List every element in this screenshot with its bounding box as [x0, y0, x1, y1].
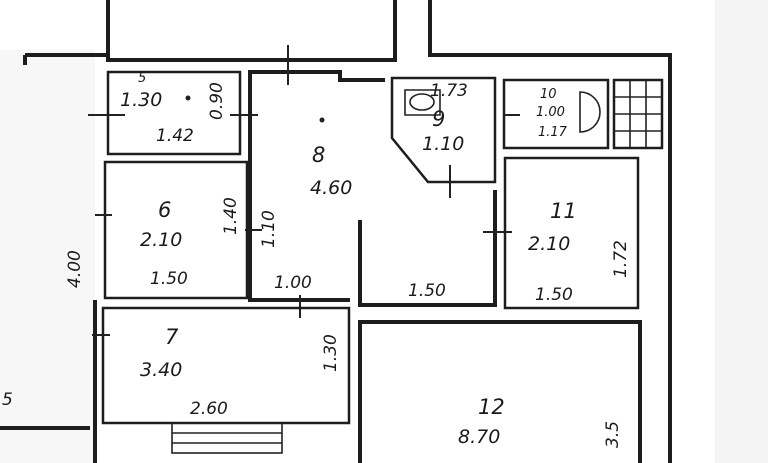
room-11-side: 1.72	[611, 240, 631, 278]
room-12-number: 12	[478, 395, 505, 419]
toilet-icon	[579, 91, 601, 133]
ventilation-shaft	[612, 78, 664, 150]
room-8-number: 8	[312, 143, 325, 167]
room-12-area: 8.70	[458, 426, 500, 448]
room-6-number: 6	[158, 198, 171, 222]
room-9	[390, 76, 497, 198]
room-7-dim: 2.60	[190, 399, 228, 419]
room-11-area: 2.10	[528, 233, 570, 255]
sink-icon	[409, 93, 435, 111]
room-8-dim: 1.50	[408, 281, 446, 301]
room-5	[88, 70, 258, 156]
scan-margin	[715, 0, 768, 463]
room-6	[95, 160, 249, 300]
room-5-number: 5	[138, 71, 146, 86]
room-8-door: 1.00	[274, 273, 312, 293]
upper-walls	[23, 0, 672, 463]
room-10	[502, 78, 610, 150]
lower-walls	[0, 300, 97, 463]
room-6-side: 1.40	[221, 197, 241, 235]
room-11	[483, 156, 640, 310]
room-5-side: 0.90	[207, 82, 227, 120]
room-10-number: 10	[540, 87, 557, 102]
stray-mark: 5	[2, 390, 13, 410]
room-6-dim: 1.50	[150, 269, 188, 289]
room-8-side: 1.10	[259, 210, 279, 248]
room-7	[92, 306, 351, 454]
exterior-wall-hatch	[0, 50, 95, 463]
room-7-area: 3.40	[140, 359, 182, 381]
room-6-area: 2.10	[140, 229, 182, 251]
room-11-dim: 1.50	[535, 285, 573, 305]
entry-steps	[171, 422, 283, 454]
room-10-area: 1.00	[536, 105, 565, 120]
labels: 5 1.30 1.42 0.90 8 4.60 1.50 1.10 1.00 6…	[2, 71, 631, 448]
room-9-area: 1.10	[422, 133, 464, 155]
room-5-area: 1.30	[120, 89, 162, 111]
room-11-number: 11	[550, 199, 577, 223]
corridor-dim: 4.00	[65, 250, 85, 288]
room-12-side: 3.5	[603, 421, 623, 448]
room-8	[245, 45, 497, 318]
room-12	[358, 320, 642, 463]
room-7-number: 7	[165, 325, 179, 349]
room-8-area: 4.60	[310, 177, 352, 199]
room-5-dim: 1.42	[156, 126, 194, 146]
room-10-dim: 1.17	[538, 125, 568, 140]
room-7-side: 1.30	[321, 334, 341, 372]
room-9-dim: 1.73	[430, 81, 468, 101]
room-9-number: 9	[432, 107, 445, 131]
